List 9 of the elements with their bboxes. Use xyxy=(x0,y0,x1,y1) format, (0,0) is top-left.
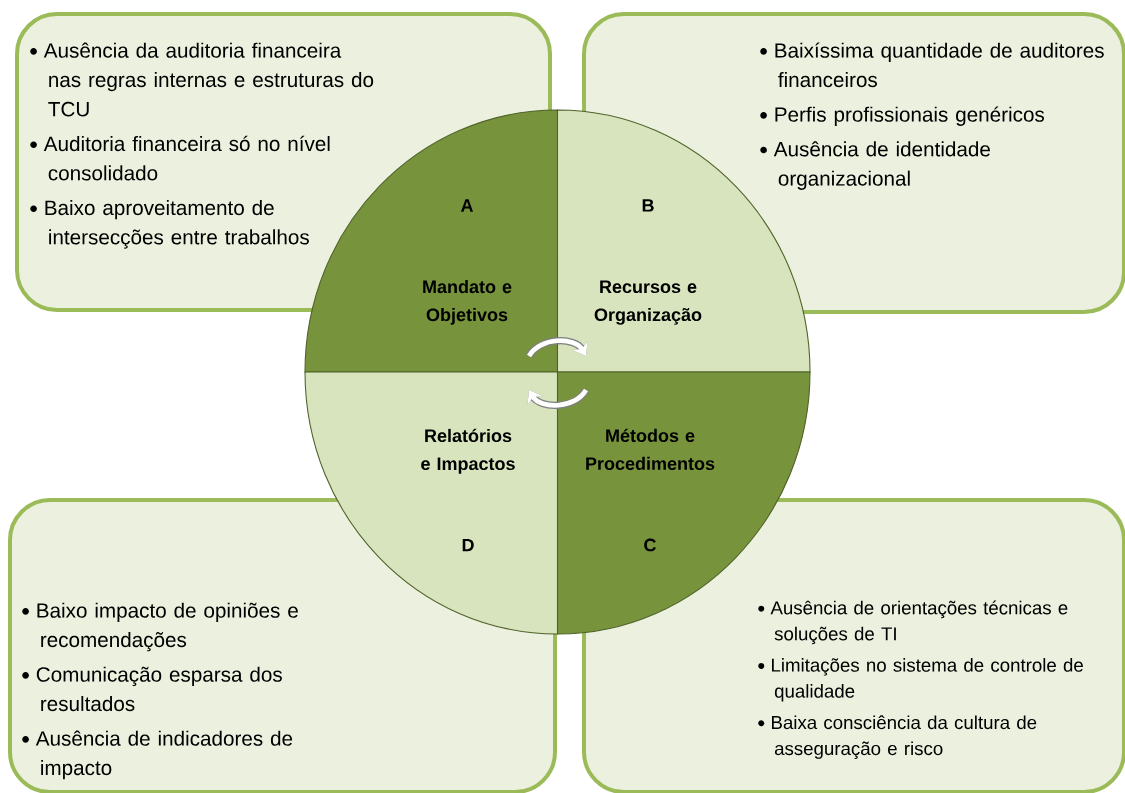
bullet-item: Comunicação esparsa dos resultados xyxy=(22,666,282,712)
bullet-item: Baixíssima quantidade de auditores financeiros xyxy=(760,42,1104,88)
bullet-item: Baixo impacto de opiniões e recomendações xyxy=(22,602,298,652)
cycle-arrow xyxy=(527,387,589,409)
bullet-item: Ausência de indicadores de impacto xyxy=(22,730,293,780)
cycle-arrow xyxy=(526,337,588,359)
bullet-item: Baixa consciência da cultura de asseguração e risco xyxy=(758,715,1037,759)
bullet-item: Limitações no sistema de controle de qualidade xyxy=(758,658,1083,702)
circle-quadrant: Relatórios e Impactos D xyxy=(304,371,559,635)
